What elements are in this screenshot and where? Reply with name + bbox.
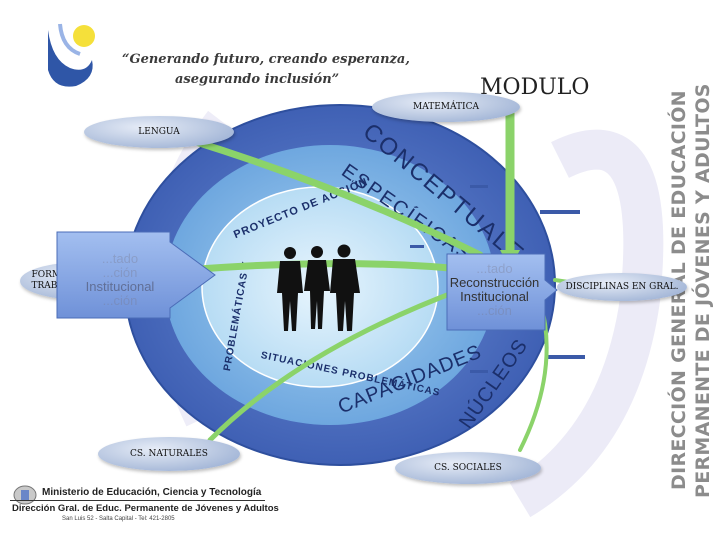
slogan-line1: “Generando futuro, creando esperanza, — [122, 52, 410, 67]
subject-sociales-label: CS. SOCIALES — [434, 462, 502, 473]
slogan-line2: asegurando inclusión” — [175, 72, 340, 87]
subject-sociales: CS. SOCIALES — [395, 452, 541, 484]
subject-naturales-label: CS. NATURALES — [130, 448, 208, 459]
subject-lengua-label: LENGUA — [138, 126, 180, 137]
left-box-line2: ...ción — [102, 265, 138, 280]
right-arrow-box — [446, 253, 558, 331]
vertical-title-line2: PERMANENTE DE JÓVENES Y ADULTOS — [692, 83, 714, 498]
footer-ministry: Ministerio de Educación, Ciencia y Tecno… — [42, 487, 262, 498]
right-box-line4: ...ción — [477, 303, 512, 318]
subject-disciplinas: DISCIPLINAS EN GRAL. — [557, 273, 687, 301]
footer-direccion: Dirección Gral. de Educ. Permanente de J… — [12, 503, 279, 514]
subject-disciplinas-label: DISCIPLINAS EN GRAL. — [565, 281, 679, 292]
left-box-line3: Institucional — [85, 279, 155, 294]
subject-naturales: CS. NATURALES — [98, 437, 240, 471]
people-silhouette-icon — [277, 244, 360, 331]
logo-icon — [48, 23, 95, 87]
formacion-line2: TRABAJO — [31, 281, 75, 291]
right-box-line2: Reconstrucción — [449, 275, 540, 290]
subject-matematica-label: MATEMÁTICA — [413, 101, 479, 112]
footer-address: San Luis 52 - Salta Capital - Tel: 421-2… — [62, 516, 175, 522]
footer-divider — [10, 500, 265, 501]
right-box-text: ...tado Reconstrucción Institucional ...… — [432, 262, 557, 318]
subject-lengua: LENGUA — [84, 116, 234, 148]
left-arrow-box — [56, 231, 216, 319]
arrow-naturales — [207, 287, 463, 443]
left-box-line4: ...ción — [102, 293, 138, 308]
coat-of-arms-icon — [13, 485, 37, 505]
right-box-line3: Institucional — [460, 289, 529, 304]
left-box-text: ...tado ...ción Institucional ...ción — [60, 252, 180, 308]
right-box-line1: ...tado — [476, 261, 513, 276]
subject-matematica: MATEMÁTICA — [372, 92, 520, 122]
left-box-line1: ...tado — [101, 251, 139, 266]
arrow-lengua — [186, 136, 484, 259]
